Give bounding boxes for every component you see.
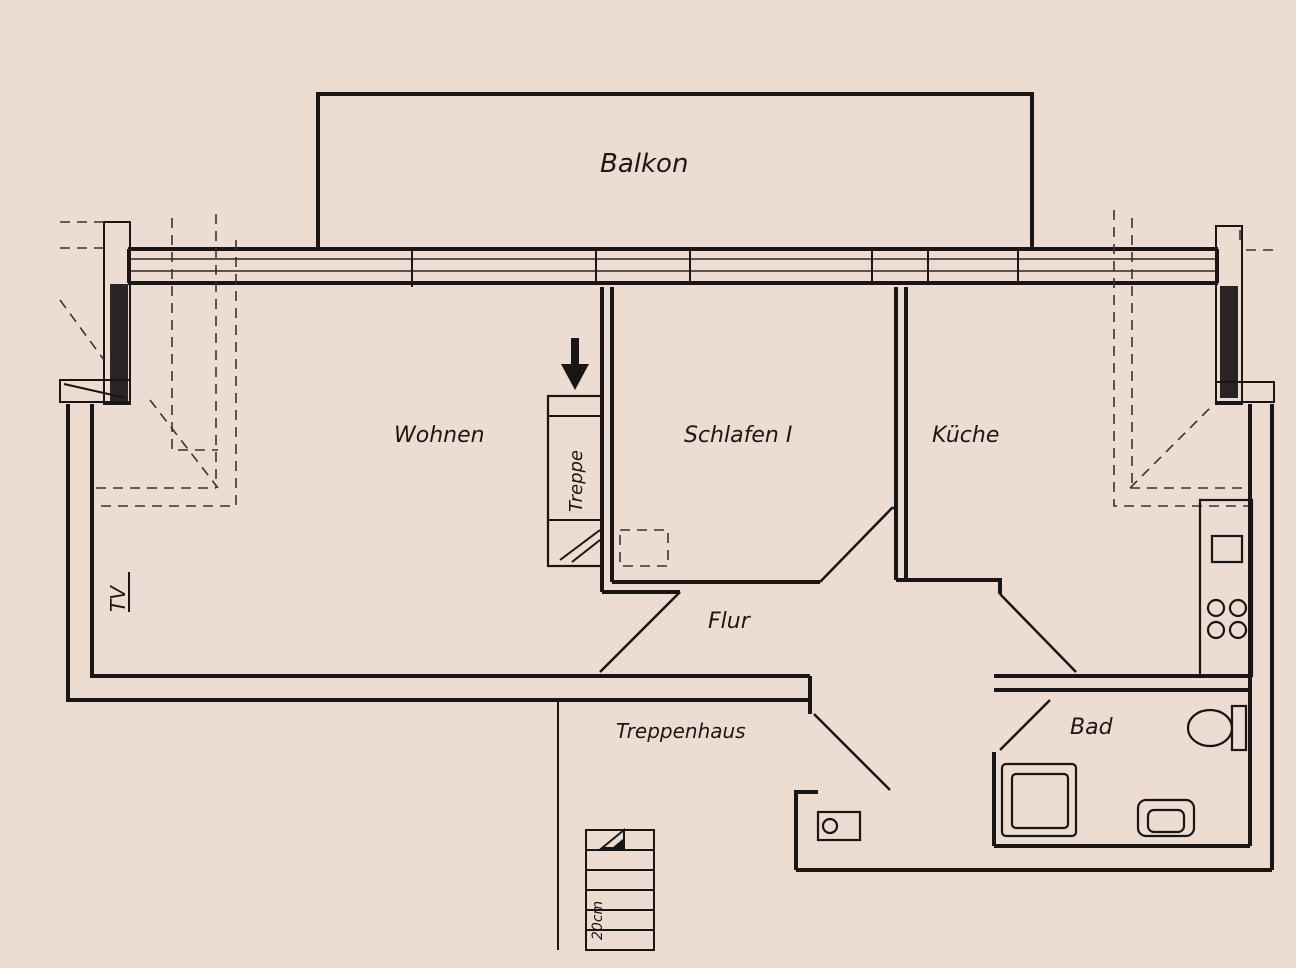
right-wall-block [1215,225,1276,405]
kitchen: Küche [896,423,1254,678]
wall-wohnen-schlafen [600,287,680,594]
bedroom: Schlafen I [612,287,908,584]
room-label-kueche: Küche [932,423,999,448]
room-label-treppenhaus: Treppenhaus [616,719,746,743]
tv-label: TV [106,585,130,612]
room-label-balkon: Balkon [600,149,688,179]
room-label-schlafen: Schlafen I [684,423,792,448]
hallway: Flur [599,591,891,791]
stair-size-label: 20cm [590,901,606,940]
staircase-hall: Treppenhaus 20cm [557,700,746,951]
stair-label: Treppe [566,450,587,512]
room-label-wohnen: Wohnen [394,423,485,448]
left-wall-block [59,221,131,405]
internal-stair: Treppe [546,338,669,568]
roof-slope-right [1113,210,1250,507]
room-label-flur: Flur [708,609,752,634]
room-label-bad: Bad [1070,715,1114,740]
balcony: Balkon [316,92,1034,248]
roof-slope-left [96,214,237,507]
down-arrow-icon [561,338,589,390]
utility-nook [794,790,862,870]
living-room: Wohnen TV [66,404,812,714]
top-exterior-wall [127,247,1219,287]
bathroom: Bad [992,674,1250,848]
right-exterior-wall [796,404,1274,872]
